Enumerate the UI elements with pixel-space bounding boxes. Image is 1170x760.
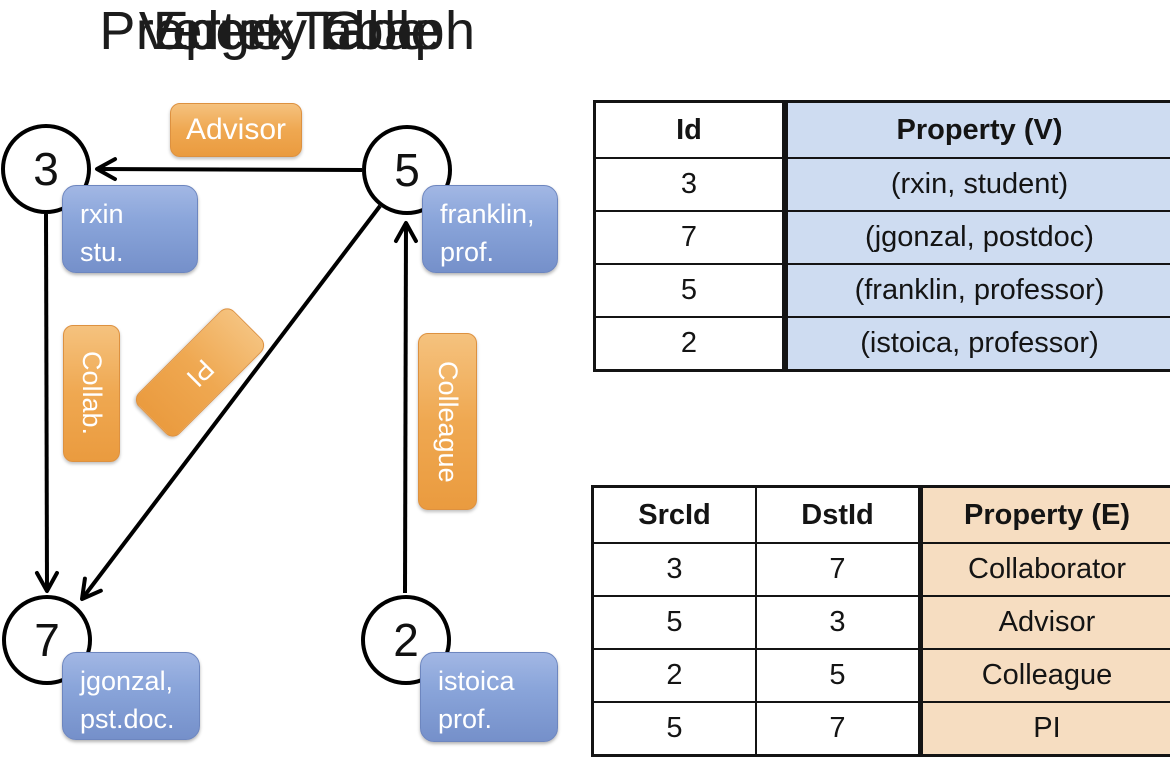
table-row: 2 5	[594, 648, 918, 701]
edge-dstid-cell: 7	[755, 544, 918, 595]
property-graph-title: Property Graph	[99, 1, 476, 61]
edge-property-cell: Colleague	[981, 659, 1113, 691]
node-3-id: 3	[33, 143, 59, 195]
vertex-id-cell: 2	[680, 327, 698, 359]
table-row: (jgonzal, postdoc)	[788, 210, 1170, 263]
edge-srcid-cell: 3	[666, 553, 683, 585]
vertex-property-box-7: jgonzal, pst.doc.	[62, 652, 200, 740]
vertex-id-cell: 5	[680, 274, 698, 306]
table-row: 7	[596, 210, 782, 263]
table-row: 3	[596, 157, 782, 210]
vertex-property-box-2: istoica prof.	[420, 652, 558, 742]
table-row: (rxin, student)	[788, 157, 1170, 210]
vertex-property-line: prof.	[438, 704, 493, 735]
table-row: (istoica, professor)	[788, 316, 1170, 369]
table-row: Collaborator	[923, 542, 1170, 595]
edge-collaborator-3-to-7	[34, 213, 59, 593]
table-row: 5	[596, 263, 782, 316]
table-row: 3 7	[594, 542, 918, 595]
edge-table-property-column: Property (E) Collaborator Advisor Collea…	[920, 485, 1170, 757]
edge-table-header-srcid: SrcId	[638, 498, 711, 531]
edge-label-colleague: Colleague	[418, 333, 477, 510]
table-row: Colleague	[923, 648, 1170, 701]
vertex-property-cell: (rxin, student)	[890, 168, 1069, 200]
vertex-property-line: franklin,	[440, 199, 535, 229]
table-row: 2	[596, 316, 782, 369]
vertex-property-line: pst.doc.	[80, 704, 175, 735]
table-row: PI	[923, 701, 1170, 754]
vertex-property-box-5: franklin, prof.	[422, 185, 558, 273]
vertex-table-header-id: Id	[676, 113, 702, 146]
edge-property-cell: PI	[1033, 712, 1061, 744]
table-row: (franklin, professor)	[788, 263, 1170, 316]
edge-table-header-property: Property (E)	[964, 498, 1130, 531]
edge-table-title: Edge Table	[152, 1, 428, 61]
edge-pi-5-to-7	[80, 204, 382, 601]
vertex-property-line: stu.	[80, 237, 124, 268]
vertex-id-cell: 7	[680, 221, 698, 253]
vertex-property-line: jgonzal,	[80, 666, 174, 696]
edge-dstid-cell: 5	[755, 650, 918, 701]
table-row: 5 7	[594, 701, 918, 754]
vertex-id-cell: 3	[680, 168, 698, 200]
node-7-id: 7	[34, 614, 60, 666]
vertex-property-line: rxin	[80, 199, 124, 229]
edge-srcid-cell: 2	[666, 659, 683, 691]
node-2-id: 2	[393, 614, 419, 666]
edge-label-collab: Collab.	[63, 325, 120, 462]
edge-srcid-cell: 5	[666, 606, 683, 638]
edge-table-header-dstid: DstId	[755, 488, 918, 542]
vertex-property-line: istoica	[438, 666, 515, 696]
vertex-property-line: prof.	[440, 237, 495, 268]
vertex-property-cell: (franklin, professor)	[854, 274, 1105, 306]
table-row: 5 3	[594, 595, 918, 648]
edge-dstid-cell: 7	[755, 703, 918, 754]
edge-advisor-5-to-3	[95, 157, 363, 182]
edge-property-cell: Collaborator	[968, 553, 1126, 585]
edge-colleague-2-to-5	[393, 221, 418, 594]
edge-label-advisor: Advisor	[170, 103, 302, 157]
vertex-property-box-3: rxin stu.	[62, 185, 198, 273]
edge-table-id-columns: SrcId DstId 3 7 5 3 2 5 5 7	[591, 485, 921, 757]
vertex-property-cell: (jgonzal, postdoc)	[865, 221, 1094, 253]
table-row: Advisor	[923, 595, 1170, 648]
edge-property-cell: Advisor	[998, 606, 1096, 638]
vertex-table-property-column: Property (V) (rxin, student) (jgonzal, p…	[785, 100, 1170, 372]
node-5-id: 5	[394, 144, 420, 196]
vertex-table-title: Vertex Table	[138, 1, 442, 61]
vertex-table-header-property: Property (V)	[896, 113, 1063, 146]
vertex-table-id-column: Id 3 7 5 2	[593, 100, 785, 372]
graph-node-3: 3	[1, 124, 91, 214]
vertex-property-cell: (istoica, professor)	[860, 327, 1099, 359]
edge-srcid-cell: 5	[666, 712, 683, 744]
edge-dstid-cell: 3	[755, 597, 918, 648]
